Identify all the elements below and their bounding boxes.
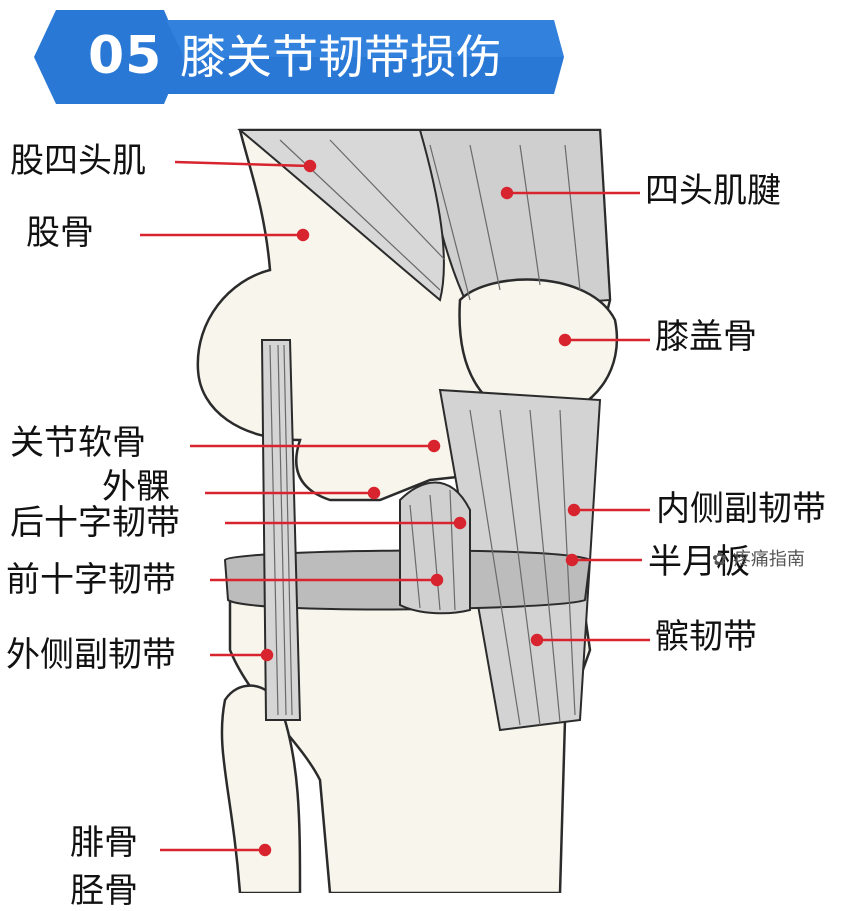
dot-acl	[430, 573, 444, 587]
label-meniscus: 半月板	[648, 542, 750, 582]
watermark-text: 疼痛指南	[732, 549, 805, 570]
label-patella: 膝盖骨	[655, 317, 757, 357]
watermark: ✿ 疼痛指南	[712, 545, 805, 571]
title-banner: 05 膝关节韧带损伤	[34, 6, 564, 108]
fiber-lines	[269, 139, 581, 726]
dot-lcl	[260, 648, 274, 662]
label-cartilage: 关节软骨	[10, 423, 146, 463]
section-number: 05	[88, 26, 163, 86]
label-quad-tendon: 四头肌腱	[645, 171, 781, 211]
patella-bone	[458, 278, 619, 422]
dot-quadriceps	[303, 159, 317, 173]
label-acl: 前十字韧带	[6, 560, 176, 600]
label-tibia: 胫骨	[70, 871, 138, 911]
dot-condyle	[367, 486, 381, 500]
dot-mcl	[567, 503, 581, 517]
leader-quadriceps	[174, 160, 311, 168]
page-title: 膝关节韧带损伤	[180, 30, 502, 84]
label-pcl: 后十字韧带	[10, 503, 180, 543]
label-mcl: 内侧副韧带	[656, 489, 826, 529]
quadriceps-muscle	[237, 129, 445, 302]
wechat-icon: ✿	[712, 549, 728, 570]
dot-pcl	[453, 516, 467, 530]
label-condyle: 外髁	[102, 467, 170, 507]
dot-fibula	[258, 843, 272, 857]
label-quadriceps: 股四头肌	[10, 141, 146, 181]
dot-femur	[296, 228, 310, 242]
dot-cartilage	[427, 439, 441, 453]
dot-patellar-lig	[530, 633, 544, 647]
dot-quad-tendon	[500, 186, 514, 200]
label-lcl: 外侧副韧带	[6, 635, 176, 675]
banner-shape	[34, 10, 564, 104]
label-fibula: 腓骨	[70, 823, 138, 863]
dot-patella	[558, 333, 572, 347]
label-patellar-lig: 髌韧带	[655, 617, 757, 657]
dot-meniscus	[565, 553, 579, 567]
label-femur: 股骨	[26, 213, 94, 253]
